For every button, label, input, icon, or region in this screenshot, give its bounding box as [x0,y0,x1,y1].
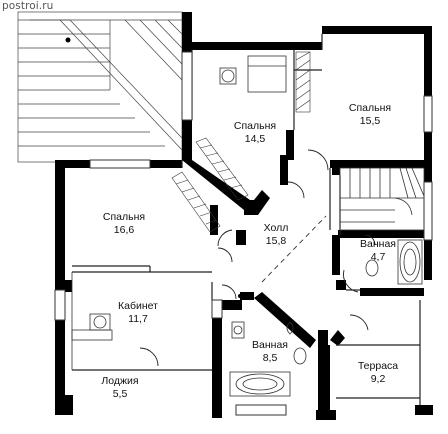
wardrobe-hatching [171,51,311,233]
roof-slope [17,11,183,163]
column-marker [238,294,242,298]
hall-dashed-line [261,215,327,283]
site-watermark: postroi.ru [2,0,54,12]
bathroom-fixtures [229,239,423,397]
roof-point-marker [65,37,71,43]
furniture [71,55,287,370]
windows [54,51,433,416]
doors [139,149,376,367]
stairs [339,167,425,231]
